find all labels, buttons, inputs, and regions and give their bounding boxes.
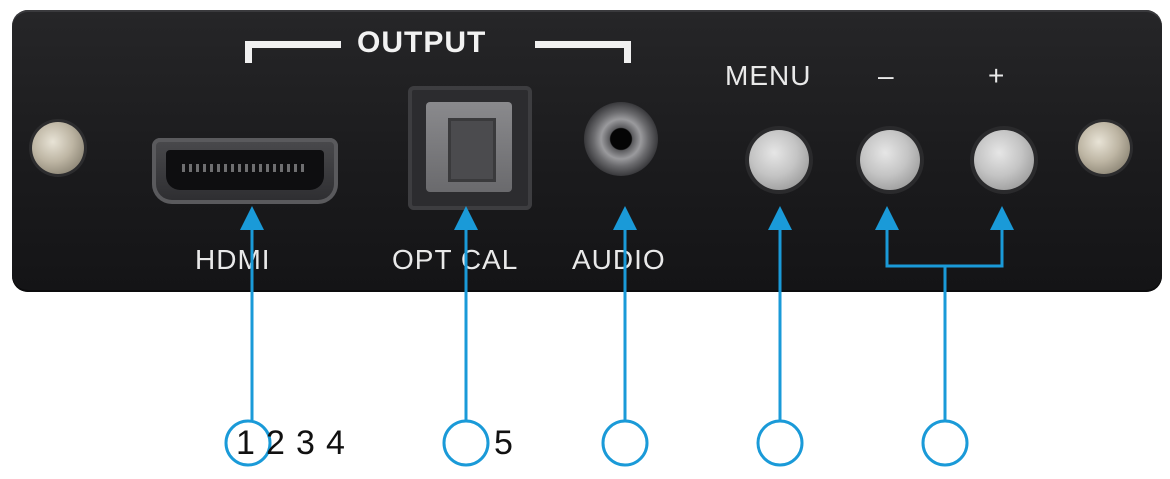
optical-slot [448, 118, 496, 182]
audio-label: AUDIO [572, 244, 666, 275]
adjust-callout-circle [921, 419, 969, 467]
audio-callout-circle [601, 419, 649, 467]
optical-port[interactable] [408, 86, 532, 210]
minus-button[interactable] [860, 130, 920, 190]
optical-port-shutter [426, 102, 512, 192]
callout-number-1: 1 [236, 424, 255, 462]
audio-arrow-icon [613, 206, 637, 230]
hdmi-callout-circle [224, 419, 272, 467]
left-screw-icon [32, 122, 84, 174]
optical-label: OPT CAL [392, 244, 519, 275]
menu-label: MENU [725, 60, 812, 91]
menu-arrow-icon [768, 206, 792, 230]
optical-callout-circle [442, 419, 490, 467]
hdmi-port-opening [166, 150, 324, 190]
callout-number-2: 2 [266, 424, 285, 462]
callout-number-5: 5 [494, 424, 513, 462]
optical-arrow-icon [454, 206, 478, 230]
right-screw-icon [1078, 122, 1130, 174]
hdmi-arrow-icon [240, 206, 264, 230]
minus-arrow-icon [875, 206, 899, 230]
menu-button[interactable] [749, 130, 809, 190]
adjust-callout-line [885, 230, 1004, 268]
output-bracket-right [535, 41, 631, 48]
output-bracket-left-tick [245, 41, 252, 63]
output-bracket-right-tick [624, 41, 631, 63]
callout-number-3: 3 [296, 424, 315, 462]
plus-label: + [988, 60, 1006, 91]
output-header: OUTPUT [357, 26, 487, 59]
hdmi-label: HDMI [195, 244, 271, 275]
hdmi-pins [182, 164, 308, 172]
menu-callout-circle [756, 419, 804, 467]
output-bracket-left [245, 41, 341, 48]
plus-button[interactable] [974, 130, 1034, 190]
audio-jack[interactable] [584, 102, 658, 176]
plus-arrow-icon [990, 206, 1014, 230]
callout-number-4: 4 [326, 424, 345, 462]
hdmi-port[interactable] [152, 138, 338, 204]
minus-label: – [878, 60, 895, 91]
